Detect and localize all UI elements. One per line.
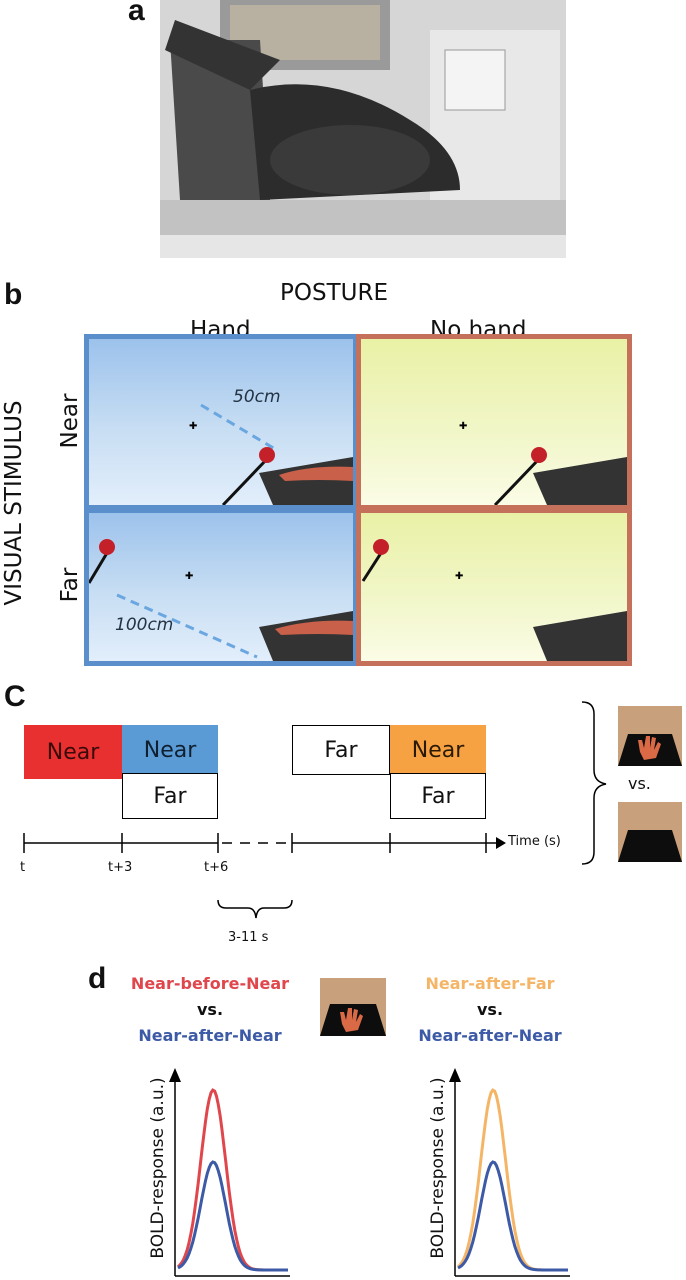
timeline-axis: [23, 833, 506, 919]
timeline-box-near-red: Near: [24, 725, 122, 779]
row-label-near: Near: [57, 393, 83, 449]
tick-label-t: t: [20, 860, 26, 875]
bold-charts: [169, 1068, 570, 1277]
timeline-box-far-2: Far: [292, 725, 390, 775]
right-line3: Near-after-Near: [418, 1026, 562, 1045]
vs-label-c: vs.: [628, 774, 651, 793]
interval-label: 3-11 s: [228, 930, 269, 945]
timeline-box-near-blue: Near: [122, 725, 218, 775]
thumbnail-hand-d: [320, 978, 386, 1036]
left-line3: Near-after-Near: [138, 1026, 282, 1045]
timeline-box-near-orange: Near: [390, 725, 486, 775]
panel-b-letter: b: [4, 278, 23, 311]
timeline-box-far-3: Far: [390, 773, 486, 819]
curly-brace: [581, 701, 607, 865]
distance-label-50cm: 50cm: [233, 387, 281, 407]
svg-text:✚: ✚: [189, 421, 197, 432]
svg-text:✚: ✚: [185, 571, 193, 582]
thumbnail-hand: [618, 706, 682, 766]
row-label-far: Far: [57, 567, 83, 603]
curve-near-after-near-right: [457, 1160, 568, 1272]
posture-title: POSTURE: [280, 280, 388, 306]
ylabel-right: BOLD-response (a.u.): [428, 1077, 448, 1259]
right-line1: Near-after-Far: [425, 974, 555, 993]
panel-c-letter: C: [4, 680, 26, 713]
left-line1: Near-before-Near: [130, 974, 290, 993]
thumbnail-no-hand: [618, 802, 682, 862]
svg-text:✚: ✚: [455, 571, 463, 582]
cell-far-hand: ✚ 100cm: [84, 508, 358, 666]
tick-label-t6: t+6: [204, 860, 229, 875]
left-line2: vs.: [196, 1000, 224, 1019]
scanner-photo: [160, 0, 566, 258]
row-axis-label: VISUAL STIMULUS: [1, 400, 27, 606]
ylabel-left: BOLD-response (a.u.): [148, 1077, 168, 1259]
cell-near-hand: ✚ 50cm: [84, 334, 358, 510]
svg-text:✚: ✚: [459, 421, 467, 432]
distance-label-100cm: 100cm: [115, 615, 174, 635]
tick-label-t3: t+3: [108, 860, 133, 875]
panel-d-letter: d: [88, 962, 107, 995]
axis-label-time: Time (s): [508, 834, 561, 849]
timeline-box-far-1: Far: [122, 773, 218, 819]
right-line2: vs.: [476, 1000, 504, 1019]
panel-a-letter: a: [128, 0, 145, 27]
cell-near-no-hand: ✚: [356, 334, 632, 510]
curve-near-after-near-left: [177, 1160, 288, 1272]
cell-far-no-hand: ✚: [356, 508, 632, 666]
